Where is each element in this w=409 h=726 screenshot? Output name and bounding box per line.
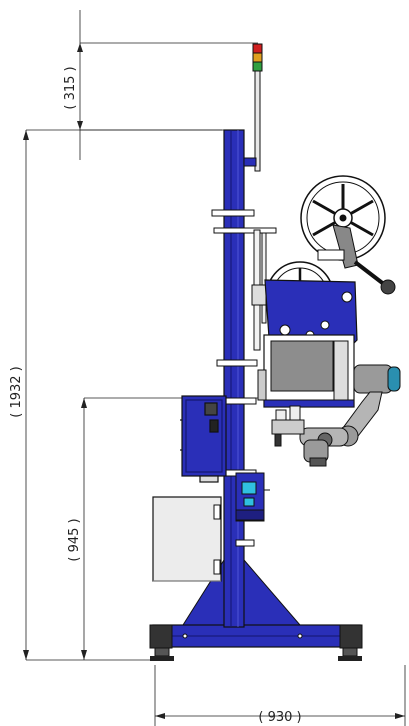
stack-light-beacon — [243, 43, 263, 172]
cobot-arm — [271, 364, 401, 467]
dimension-lines — [25, 10, 406, 726]
electrical-cabinet — [152, 496, 222, 582]
upper-label-reel — [300, 175, 396, 295]
base-frame — [149, 558, 363, 661]
dimension-label-mast-height: ( 1932 ) — [9, 366, 24, 418]
applicator-head — [257, 279, 358, 408]
dimension-arrows — [23, 43, 405, 719]
dimension-label-beacon-height: ( 315 ) — [63, 66, 78, 109]
dimension-label-head-height: ( 945 ) — [67, 518, 82, 561]
pneumatic-unit — [235, 472, 270, 522]
control-box — [180, 395, 227, 483]
dimension-label-base-width: ( 930 ) — [258, 710, 301, 725]
guide-rod — [251, 229, 267, 351]
